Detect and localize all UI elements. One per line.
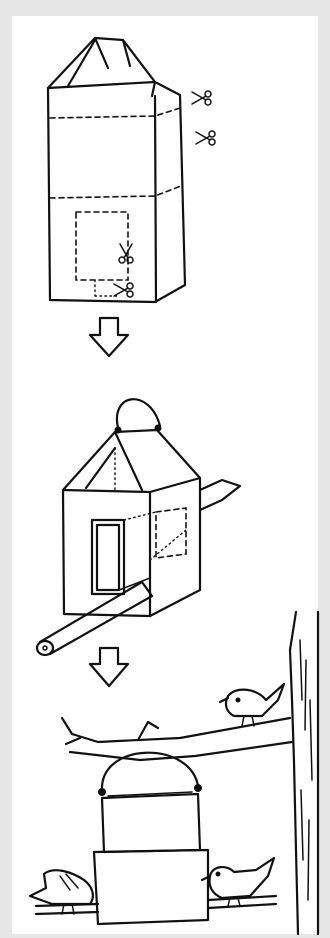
bird-left [30, 870, 93, 914]
scissors-icon [114, 283, 133, 297]
bird-on-branch [220, 684, 284, 726]
scissors-icon [192, 91, 211, 105]
scissors-icon [196, 131, 215, 145]
scissors-icon [119, 244, 133, 263]
down-arrow-icon [90, 648, 128, 686]
step-3-feeder-on-tree [30, 612, 318, 934]
step-2-assembled-feeder [37, 399, 240, 655]
step-1-milk-carton [48, 38, 215, 302]
down-arrow-icon [90, 318, 128, 356]
